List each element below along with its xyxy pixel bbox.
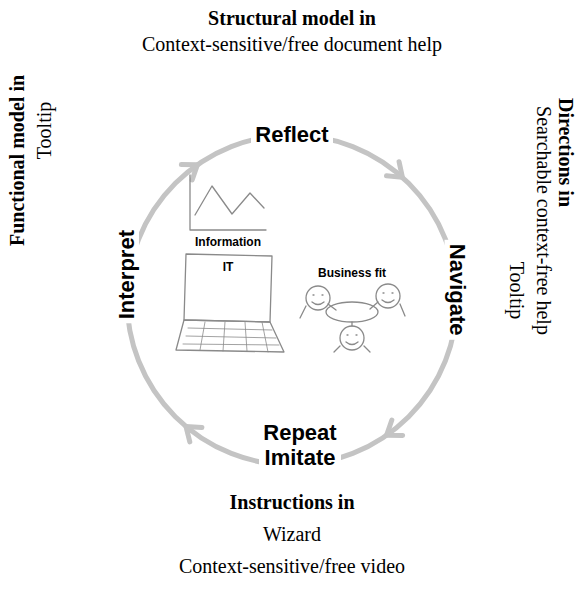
center-sketches [176, 175, 405, 352]
cycle-arrowhead [386, 162, 402, 178]
person-head [340, 326, 364, 350]
section-heading: Instructions in [229, 491, 354, 514]
help-type: Wizard [263, 523, 321, 546]
laptop-keyboard [176, 320, 284, 352]
cycle-arrowhead [186, 426, 202, 442]
help-type: Searchable context-free help [531, 106, 554, 335]
person-head [306, 286, 330, 310]
cycle-arrowhead [387, 420, 403, 435]
faces [312, 293, 394, 345]
help-type: Tooltip [34, 101, 57, 159]
cycle-stage: Repeat Imitate [259, 420, 340, 471]
arms [300, 302, 405, 352]
cycle-stage: Reflect [251, 122, 332, 147]
help-type: Tooltip [506, 261, 529, 319]
chart-line [195, 186, 264, 215]
sketch-label: IT [223, 261, 234, 275]
person-head [376, 284, 400, 308]
section-heading: Directions in [554, 97, 577, 206]
help-type: Context-sensitive/free document help [142, 33, 442, 56]
table [326, 302, 378, 322]
cycle-ring [127, 135, 457, 465]
cycle-stage: Interpret [114, 226, 139, 323]
help-type: Context-sensitive/free video [179, 555, 405, 578]
chart-axes [190, 175, 266, 230]
laptop-keys [183, 322, 279, 352]
laptop-screen [184, 254, 272, 322]
sketch-label: Information [195, 236, 261, 250]
cycle-circle [127, 135, 457, 465]
section-heading: Functional model in [7, 74, 30, 245]
section-heading: Structural model in [208, 7, 376, 30]
sketch-label: Business fit [318, 267, 386, 281]
cycle-stage: Navigate [444, 240, 469, 340]
